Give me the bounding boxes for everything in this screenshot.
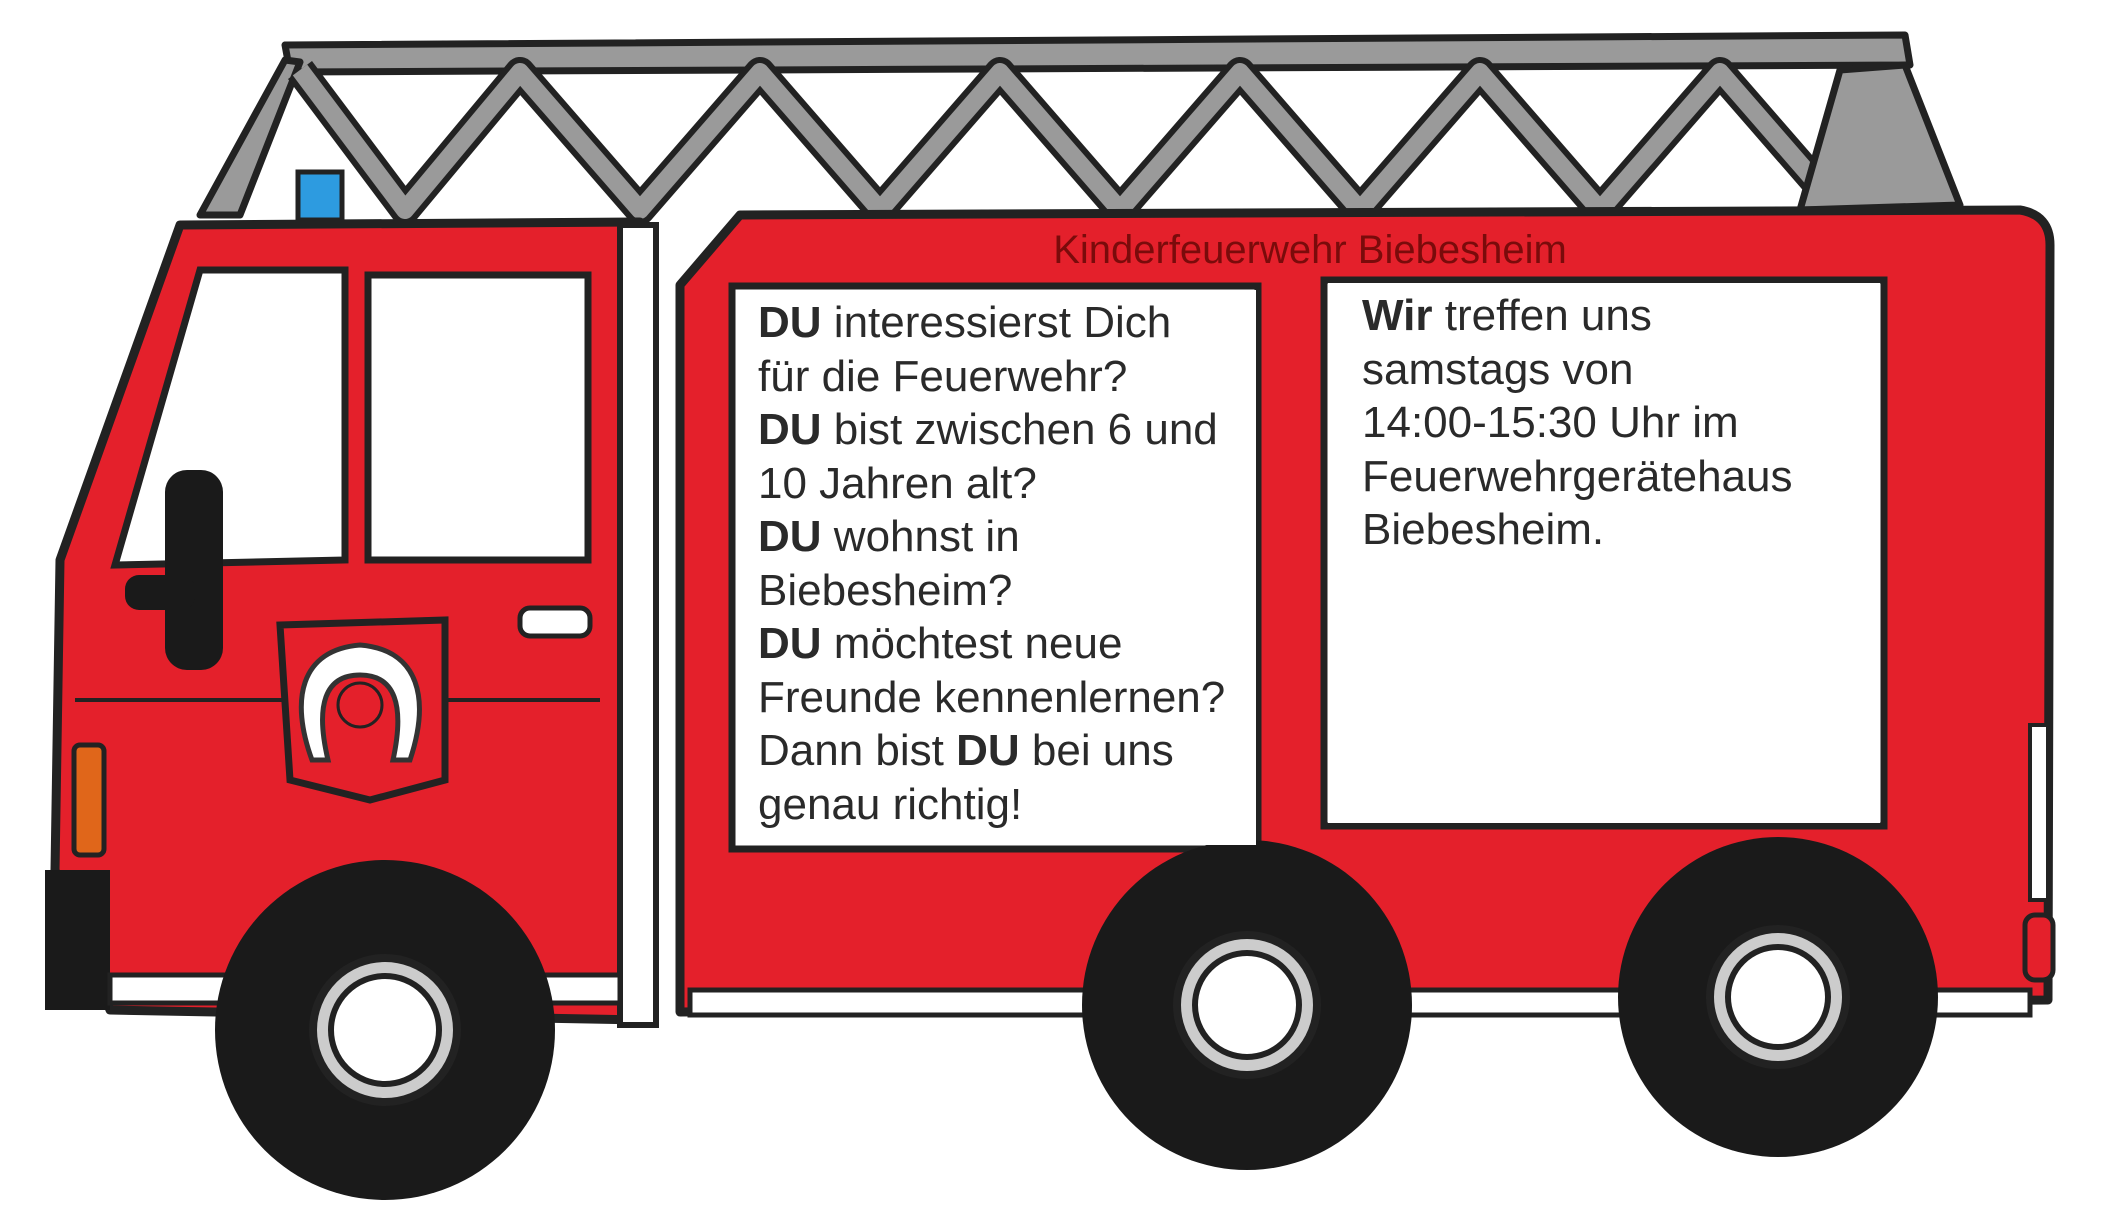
text-line: genau richtig!: [758, 778, 1256, 832]
text-segment: 14:00-15:30 Uhr im: [1362, 398, 1739, 447]
bold-text-segment: DU: [956, 726, 1020, 775]
text-line: Wir treffen uns: [1362, 289, 1880, 343]
text-line: DU möchtest neue: [758, 617, 1256, 671]
text-line: DU wohnst in: [758, 510, 1256, 564]
text-segment: bei uns: [1019, 726, 1174, 775]
front-wheel: [215, 860, 555, 1200]
bold-text-segment: Wir: [1362, 291, 1433, 340]
blue-light: [295, 169, 345, 223]
text-line: für die Feuerwehr?: [758, 350, 1256, 404]
text-line: 10 Jahren alt?: [758, 457, 1256, 511]
truck-cab: [45, 217, 645, 1025]
text-line: 14:00-15:30 Uhr im: [1362, 396, 1880, 450]
rear-wheel: [1618, 837, 1938, 1157]
truck-title: Kinderfeuerwehr Biebesheim: [1053, 228, 1567, 272]
text-segment: treffen uns: [1432, 291, 1652, 340]
text-line: Dann bist DU bei uns: [758, 724, 1256, 778]
text-line: Biebesheim.: [1362, 503, 1880, 557]
text-line: DU bist zwischen 6 und: [758, 403, 1256, 457]
text-segment: bist zwischen 6 und: [821, 405, 1218, 454]
horseshoe-crest-icon: [298, 642, 422, 763]
text-segment: möchtest neue: [821, 619, 1123, 668]
text-segment: Freunde kennenlernen?: [758, 672, 1226, 722]
text-segment: genau richtig!: [758, 779, 1023, 829]
text-segment: Dann bist: [758, 726, 957, 775]
text-line: Biebesheim?: [758, 564, 1256, 618]
text-line: samstags von: [1362, 343, 1880, 397]
bold-text-segment: DU: [758, 619, 822, 668]
text-segment: Feuerwehrgerätehaus: [1362, 451, 1793, 501]
text-segment: für die Feuerwehr?: [758, 351, 1128, 401]
text-segment: 10 Jahren alt?: [758, 458, 1037, 508]
ladder: [196, 31, 1964, 225]
text-segment: Biebesheim?: [758, 565, 1013, 615]
text-segment: Biebesheim.: [1362, 505, 1605, 554]
bold-text-segment: DU: [758, 405, 822, 454]
text-segment: interessierst Dich: [821, 298, 1172, 347]
middle-wheel: [1082, 840, 1412, 1170]
text-line: Feuerwehrgerätehaus: [1362, 450, 1880, 504]
bold-text-segment: DU: [758, 298, 822, 347]
bold-text-segment: DU: [758, 512, 822, 561]
text-line: Freunde kennenlernen?: [758, 671, 1256, 725]
text-line: DU interessierst Dich: [758, 296, 1256, 350]
text-segment: wohnst in: [821, 512, 1020, 561]
text-segment: samstags von: [1362, 344, 1634, 394]
